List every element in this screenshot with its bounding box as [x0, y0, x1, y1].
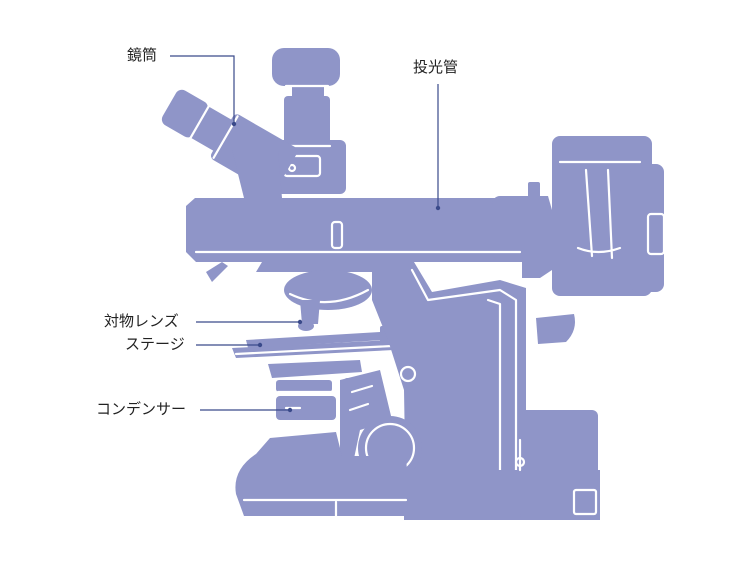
eyepiece-tube [161, 89, 298, 198]
label-condenser: コンデンサー [96, 400, 187, 418]
leader-eyepiece-tube [170, 55, 235, 122]
leader-dot-stage [257, 342, 263, 348]
label-projection-tube: 投光管 [413, 58, 459, 76]
base [235, 410, 600, 520]
stage [232, 326, 394, 358]
projection-tube [186, 182, 552, 278]
label-objective-lens: 対物レンズ [104, 312, 179, 330]
leader-lines [170, 55, 441, 413]
nosepiece [206, 262, 384, 331]
microscope-illustration [161, 48, 666, 520]
leader-dot-objective-lens [297, 319, 303, 325]
leader-dot-condenser [287, 407, 293, 413]
lamp-house [552, 136, 666, 296]
leader-dot-projection-tube [435, 205, 441, 211]
side-lever [536, 314, 575, 344]
label-eyepiece-tube: 鏡筒 [127, 46, 158, 64]
label-stage: ステージ [125, 335, 185, 353]
leader-dot-eyepiece-tube [231, 121, 237, 127]
